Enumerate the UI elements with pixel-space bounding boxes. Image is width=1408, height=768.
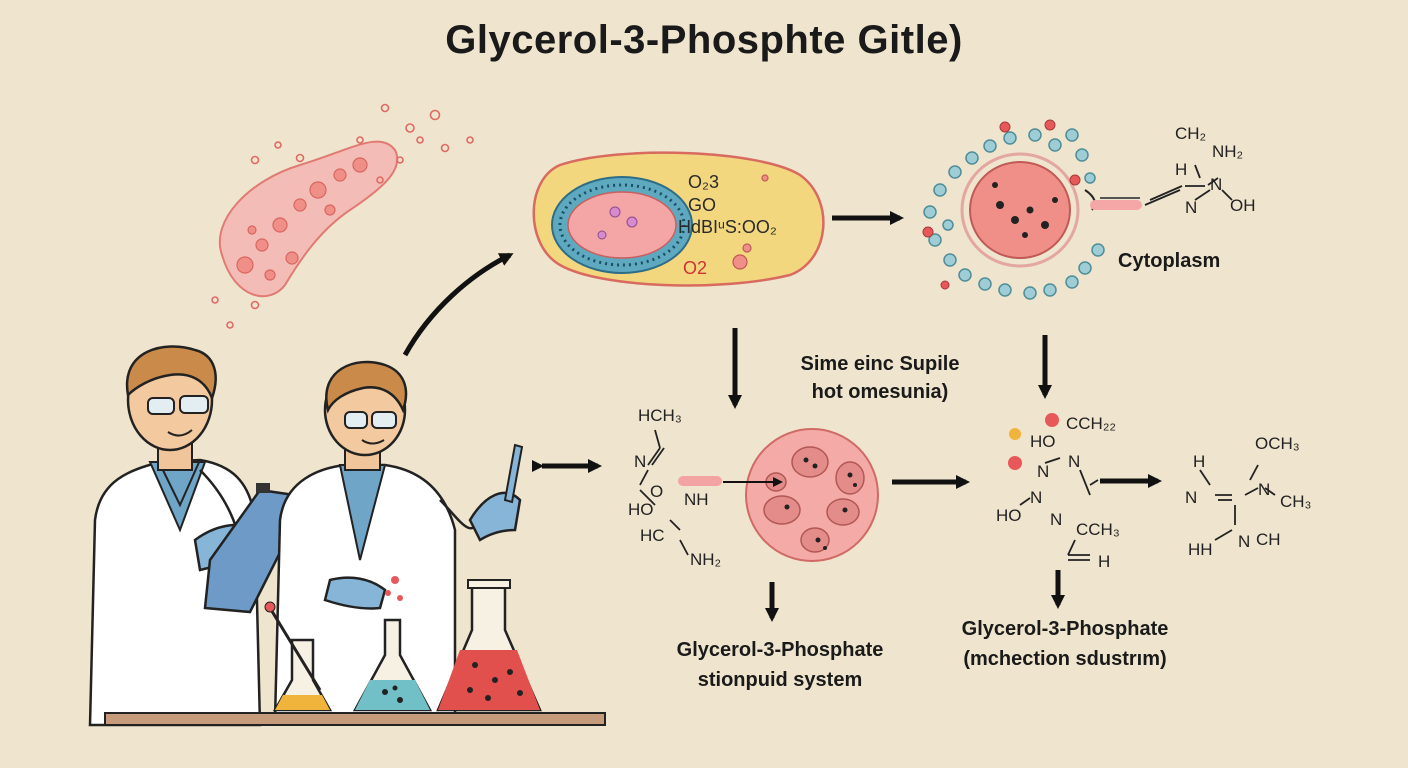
chem-mr-ho: HO bbox=[1030, 432, 1056, 451]
chem-fr-h: H bbox=[1193, 452, 1206, 471]
small-arrow bbox=[678, 476, 783, 487]
chem-fr-n2: N bbox=[1258, 480, 1271, 499]
caption-left-line1: Glycerol-3-Phosphate bbox=[676, 639, 884, 661]
chem-ml-n: N bbox=[634, 452, 647, 471]
chem-tr-n1: N bbox=[1210, 175, 1223, 194]
flask-red bbox=[436, 579, 542, 712]
chem-bonds bbox=[639, 164, 1276, 561]
chem-mr-n1: N bbox=[1037, 462, 1050, 481]
chem-ml-nh: NH bbox=[684, 490, 709, 509]
lab-bench bbox=[104, 712, 606, 726]
cell-label-formula: HdBIᵘS:OO₂ bbox=[678, 217, 777, 237]
chem-ml-hch3: HCH₃ bbox=[638, 406, 682, 425]
pathway-arrows bbox=[402, 211, 1162, 622]
scientist-right bbox=[273, 360, 524, 722]
cell-label-o3: O₂3 bbox=[688, 172, 719, 192]
caption-left: Glycerol-3-Phosphate stionpuid system bbox=[650, 635, 910, 695]
chem-atoms bbox=[1008, 413, 1059, 470]
chem-tr-n2: N bbox=[1185, 198, 1198, 217]
yellow-cell bbox=[532, 151, 825, 287]
chem-fr-ch3: CH₃ bbox=[1280, 492, 1312, 511]
chem-tr-nh2: NH₂ bbox=[1212, 142, 1244, 161]
chem-fr-n3: N bbox=[1238, 532, 1251, 551]
flask-teal bbox=[352, 618, 433, 712]
chem-mr-ho2: HO bbox=[996, 506, 1022, 525]
chem-mr-cch2: CCH₂₂ bbox=[1066, 414, 1117, 433]
cell-label-o2: O2 bbox=[683, 258, 708, 278]
chem-mr-n2: N bbox=[1068, 452, 1081, 471]
flask-yellow bbox=[264, 601, 333, 712]
bacterium-illustration bbox=[211, 103, 474, 329]
cytoplasm-label: Cytoplasm bbox=[1118, 250, 1221, 272]
caption-left-line2: stionpuid system bbox=[697, 669, 863, 691]
chem-mr-n3: N bbox=[1030, 488, 1043, 507]
chem-tr-ch2: CH₂ bbox=[1175, 124, 1207, 143]
chem-ml-hc: HC bbox=[640, 526, 665, 545]
chem-mr-cch3: CCH₃ bbox=[1076, 520, 1120, 539]
chem-ml-o: O bbox=[650, 482, 664, 501]
chem-mr-n4: N bbox=[1050, 510, 1063, 529]
caption-right: Glycerol-3-Phosphate (mchection sdustrım… bbox=[935, 614, 1195, 674]
caption-right-line1: Glycerol-3-Phosphate bbox=[961, 618, 1169, 640]
cell-label-go: GO bbox=[688, 195, 717, 215]
chem-fr-hh: HH bbox=[1188, 540, 1213, 559]
middle-note-line2: hot omesunia) bbox=[811, 381, 949, 403]
chem-mr-h: H bbox=[1098, 552, 1111, 571]
chem-fr-ch: CH bbox=[1256, 530, 1281, 549]
middle-note: Sime einc Supile hot omesunia) bbox=[760, 350, 1000, 406]
chem-tr-h: H bbox=[1175, 160, 1188, 179]
caption-right-line2: (mchection sdustrım) bbox=[963, 648, 1167, 670]
tissue-cell bbox=[745, 428, 879, 562]
middle-note-line1: Sime einc Supile bbox=[800, 353, 960, 375]
chem-ml-nh2: NH₂ bbox=[690, 550, 722, 569]
membrane-cell bbox=[922, 119, 1142, 300]
page-title: Glycerol-3-Phosphte Gitle) bbox=[445, 18, 963, 62]
chem-ml-ho: HO bbox=[628, 500, 654, 519]
chem-fr-n1: N bbox=[1185, 488, 1198, 507]
chem-fr-och3: OCH₃ bbox=[1255, 434, 1300, 453]
chem-tr-oh: OH bbox=[1230, 196, 1256, 215]
